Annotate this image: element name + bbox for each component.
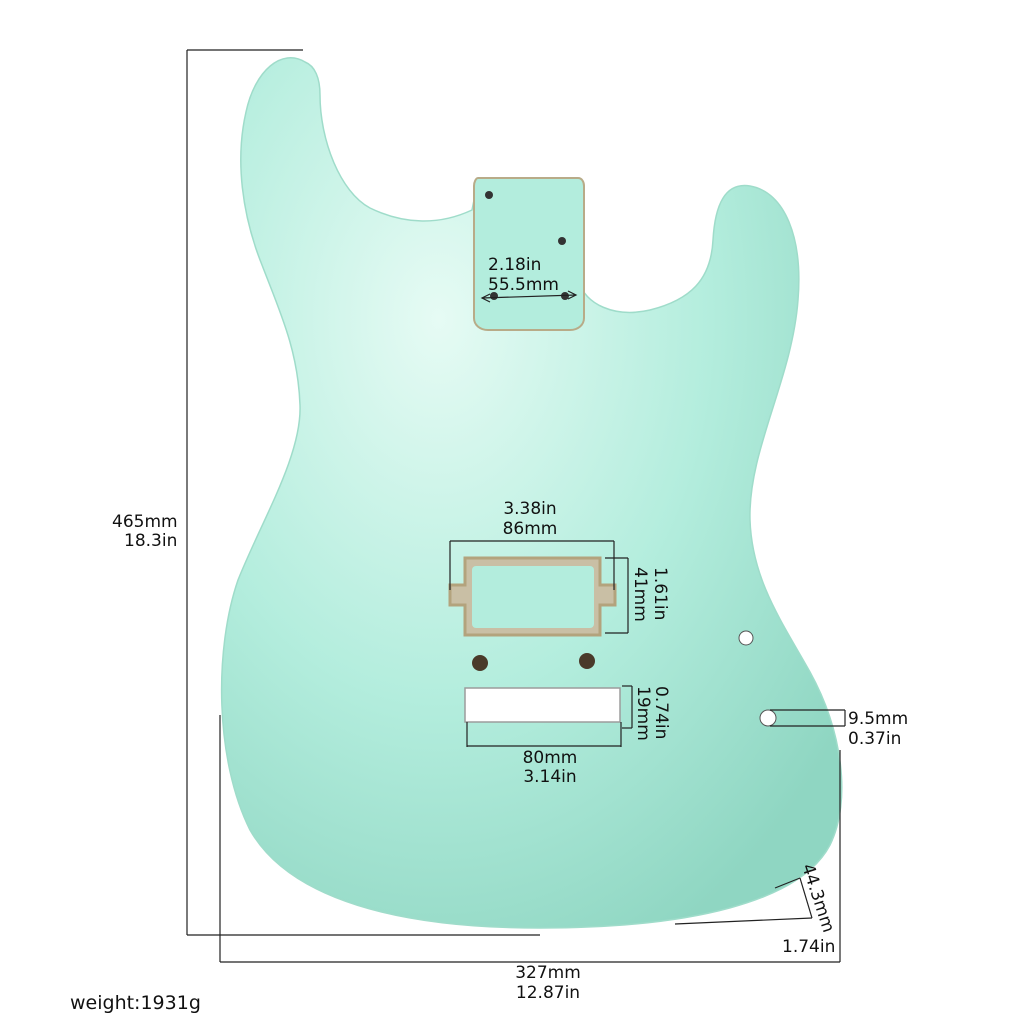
control-hole (472, 655, 488, 671)
height-in-label: 18.3in (124, 531, 177, 551)
pickup-width-in-label: 3.38in (503, 499, 556, 519)
control-hole (579, 653, 595, 669)
guitar-body (220, 57, 843, 929)
slot-height-in-label: 0.74in (651, 686, 671, 739)
jack-in-label: 0.37in (848, 729, 901, 749)
slot-height-mm-label: 19mm (633, 686, 653, 741)
neck-screw-hole (485, 191, 493, 199)
rear-slot (464, 687, 621, 723)
pickup-height-in-label: 1.61in (650, 567, 670, 620)
pickup-height-mm-label: 41mm (630, 567, 650, 622)
neck-pocket (473, 177, 585, 331)
jack-mm-label: 9.5mm (848, 709, 908, 729)
strap-hole (738, 630, 754, 646)
width-in-label: 12.87in (516, 983, 580, 1003)
jack-hole (759, 709, 777, 727)
width-mm-label: 327mm (515, 963, 581, 983)
neck-screw-hole (561, 292, 569, 300)
thickness-mm-label: 44.3mm (797, 861, 838, 935)
weight-label: weight:1931g (70, 992, 201, 1014)
pickup-width-mm-label: 86mm (503, 519, 558, 539)
neck-screw-hole (558, 237, 566, 245)
neck-width-in-label: 2.18in (488, 255, 541, 275)
dimension-lines (186, 49, 846, 963)
height-mm-label: 465mm (112, 512, 178, 532)
thickness-in-label: 1.74in (782, 937, 835, 957)
slot-width-mm-label: 80mm (523, 748, 578, 768)
pickup-cavity-floor (472, 566, 594, 628)
slot-width-in-label: 3.14in (523, 767, 576, 787)
neck-width-mm-label: 55.5mm (488, 275, 559, 295)
